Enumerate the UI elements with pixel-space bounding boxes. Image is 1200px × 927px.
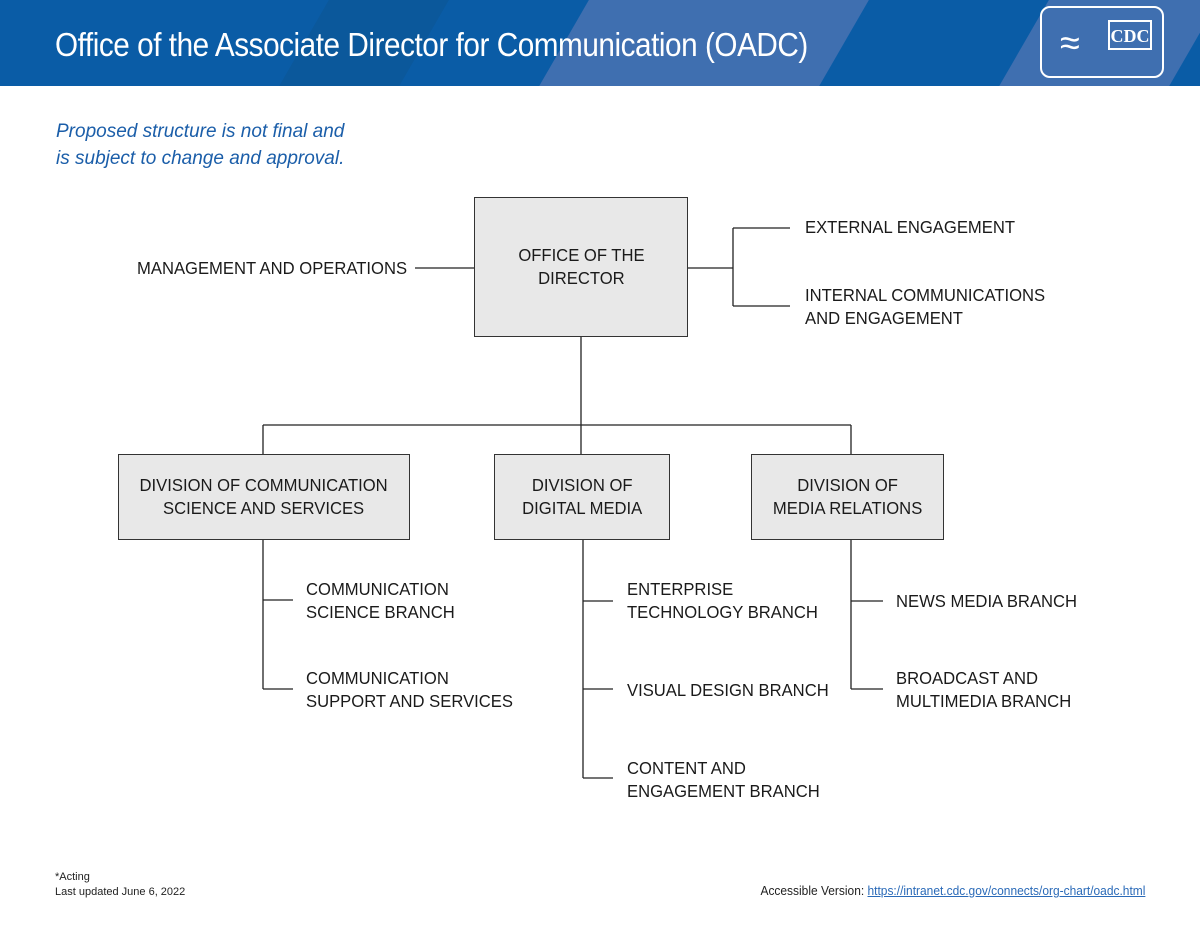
box-label: DIGITAL MEDIA <box>521 498 643 518</box>
disclaimer-note: Proposed structure is not final and is s… <box>56 118 344 172</box>
division-communication-science-box: DIVISION OF COMMUNICATION SCIENCE AND SER… <box>118 454 410 540</box>
cdc-logo-text: CDC <box>1108 20 1152 50</box>
management-and-operations: MANAGEMENT AND OPERATIONS <box>137 258 408 278</box>
box-label: DIVISION OF COMMUNICATION <box>139 475 389 495</box>
office-of-the-director-box: OFFICE OF THE DIRECTOR <box>474 197 688 337</box>
box-label: SCIENCE AND SERVICES <box>163 498 365 518</box>
label-line: INTERNAL COMMUNICATIONS <box>805 285 1046 305</box>
accessible-label: Accessible Version: <box>760 883 868 898</box>
external-engagement: EXTERNAL ENGAGEMENT <box>805 217 1016 237</box>
internal-communications: INTERNAL COMMUNICATIONS AND ENGAGEMENT <box>805 284 1045 330</box>
box-label: DIRECTOR <box>537 268 625 288</box>
division-digital-media-box: DIVISION OF DIGITAL MEDIA <box>494 454 670 540</box>
page-title: Office of the Associate Director for Com… <box>55 26 808 63</box>
box-label: MEDIA RELATIONS <box>772 498 923 518</box>
accessible-version-link[interactable]: https://intranet.cdc.gov/connects/org-ch… <box>867 883 1145 898</box>
box-label: DIVISION OF <box>531 475 633 495</box>
last-updated: Last updated June 6, 2022 <box>55 886 186 898</box>
branch-item: VISUAL DESIGN BRANCH <box>627 680 829 700</box>
hhs-eagle-icon: ≈ <box>1060 22 1080 63</box>
cdc-logo: ≈ CDC <box>1040 6 1164 78</box>
box-label: OFFICE OF THE <box>517 245 645 265</box>
header-banner: Office of the Associate Director for Com… <box>0 0 1200 86</box>
note-line: Proposed structure is not final and <box>56 121 345 142</box>
box-label: DIVISION OF <box>797 475 898 495</box>
label-line: AND ENGAGEMENT <box>805 308 963 328</box>
acting-note: *Acting <box>55 871 90 883</box>
accessible-version: Accessible Version: https://intranet.cdc… <box>760 883 1145 898</box>
branch-item: NEWS MEDIA BRANCH <box>896 591 1078 611</box>
division-media-relations-box: DIVISION OF MEDIA RELATIONS <box>751 454 944 540</box>
note-line: is subject to change and approval. <box>56 148 345 169</box>
